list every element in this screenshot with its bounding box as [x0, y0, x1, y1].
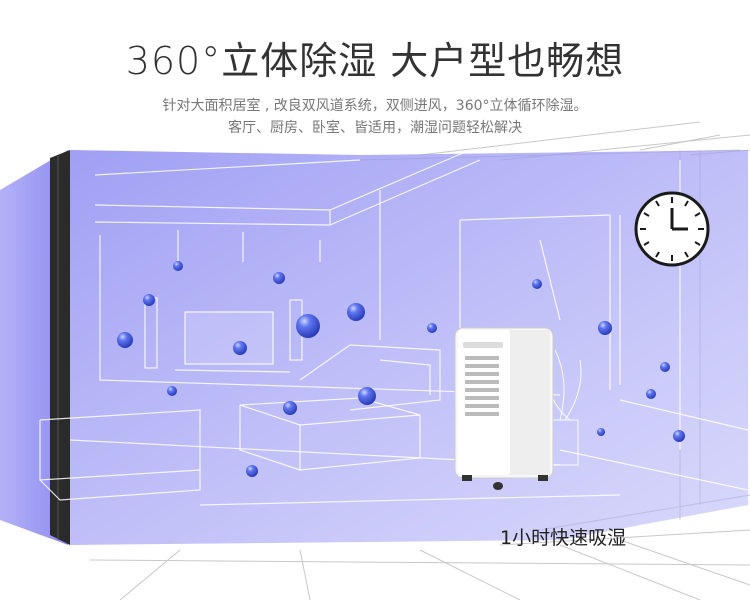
water-droplet-icon: [427, 323, 437, 333]
water-droplet-icon: [246, 465, 258, 477]
water-droplet-icon: [347, 303, 365, 321]
water-droplet-icon: [358, 387, 376, 405]
box-edge-frame: [50, 150, 70, 545]
water-droplets: [117, 261, 685, 477]
caption-fast-absorb: 1小时快速吸湿: [500, 527, 627, 549]
water-droplet-icon: [660, 362, 670, 372]
subtitle-line-2: 客厅、厨房、卧室、皆适用，潮湿问题轻松解决: [228, 120, 522, 136]
subtitle-line-1: 针对大面积居室 , 改良双风道系统，双侧进风，360°立体循环除湿。: [162, 98, 588, 114]
water-droplet-icon: [173, 261, 183, 271]
water-droplet-icon: [296, 314, 320, 338]
water-droplet-icon: [143, 294, 155, 306]
water-droplet-icon: [532, 279, 542, 289]
water-droplet-icon: [597, 428, 605, 436]
clock-icon: [634, 191, 710, 267]
headline: 360°立体除湿 大户型也畅想: [125, 39, 625, 83]
water-droplet-icon: [273, 272, 285, 284]
water-droplet-icon: [117, 332, 133, 348]
dehumidifier: [454, 327, 554, 490]
room-sketch: [39, 149, 749, 506]
water-droplet-icon: [598, 321, 612, 335]
water-droplet-icon: [646, 389, 656, 399]
water-droplet-icon: [283, 401, 297, 415]
water-droplet-icon: [673, 430, 685, 442]
water-droplet-icon: [167, 386, 177, 396]
water-droplet-icon: [233, 341, 247, 355]
